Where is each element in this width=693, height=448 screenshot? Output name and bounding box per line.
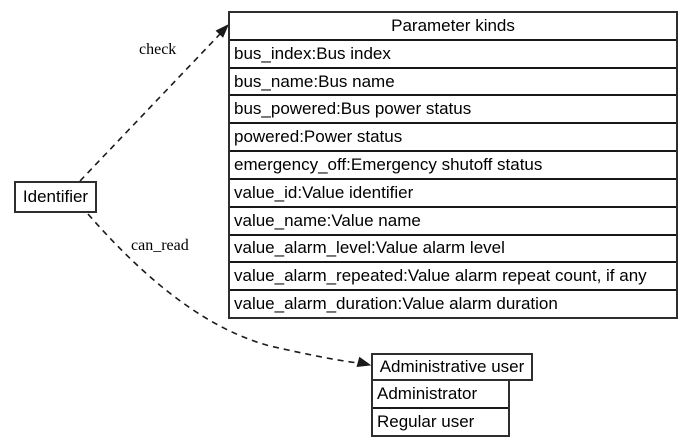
table-row: Administrator <box>377 384 478 403</box>
edge-check-line <box>79 33 221 182</box>
table-administrative-user-title-label: Administrative user <box>379 357 525 376</box>
table-parameter-kinds: Parameter kinds bus_index:Bus index bus_… <box>228 11 678 319</box>
edge-label-can-read: can_read <box>131 237 189 254</box>
table-administrative-user-title: Administrative user <box>371 353 533 381</box>
table-row: value_alarm_duration:Value alarm duratio… <box>230 289 676 317</box>
edge-label-check: check <box>139 41 177 58</box>
table-row: value_alarm_level:Value alarm level <box>230 233 676 262</box>
edge-check-arrowhead-icon <box>215 23 229 38</box>
table-row: bus_index:Bus index <box>230 38 676 67</box>
table-row: value_alarm_repeated:Value alarm repeat … <box>230 261 676 289</box>
table-row: powered:Power status <box>230 122 676 150</box>
table-row: value_name:Value name <box>230 205 676 234</box>
table-row: emergency_off:Emergency shutoff status <box>230 150 676 178</box>
table-row: bus_powered:Bus power status <box>230 94 676 122</box>
table-parameter-kinds-title: Parameter kinds <box>391 15 515 35</box>
node-identifier-label: Identifier <box>22 187 89 206</box>
node-identifier: Identifier <box>14 181 97 213</box>
edge-check <box>79 23 229 182</box>
table-row: value_id:Value identifier <box>230 177 676 206</box>
table-administrative-user-body: Administrator Regular user <box>371 379 510 437</box>
edge-can-read-line <box>87 213 359 364</box>
table-row: Regular user <box>373 407 508 435</box>
edge-can-read-arrowhead-icon <box>356 356 372 367</box>
edge-can-read <box>87 213 372 367</box>
table-row: bus_name:Bus name <box>230 66 676 95</box>
